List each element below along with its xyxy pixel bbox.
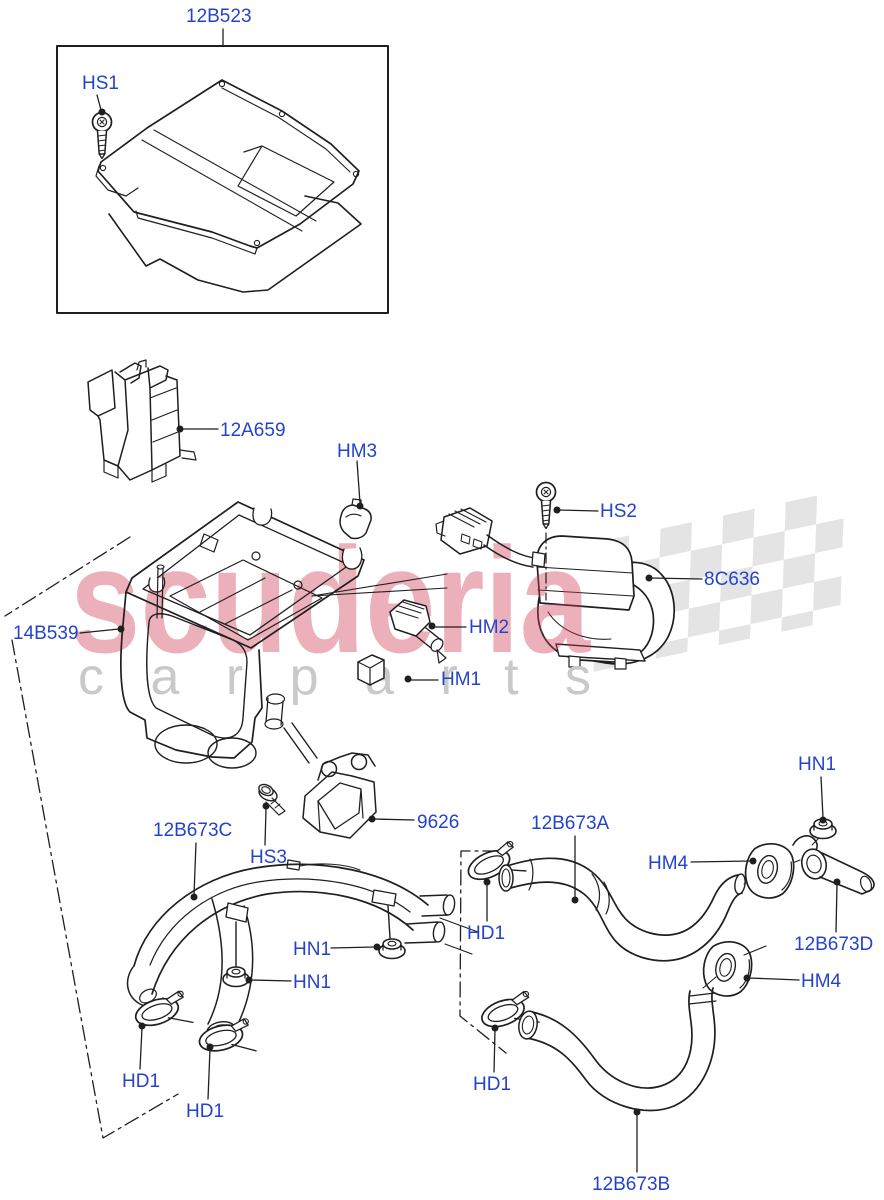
grommet-hm3-drawing xyxy=(339,498,372,540)
part-label-HM4-1: HM4 xyxy=(648,853,689,874)
part-label-HD1-1: HD1 xyxy=(467,923,506,944)
part-label-HM4-2: HM4 xyxy=(801,971,842,992)
ecu-cover-drawing xyxy=(95,79,360,255)
boundary-dash-lines xyxy=(4,536,507,1139)
grommet-hm4-drawing xyxy=(696,935,758,1002)
clamp-hd1-drawing xyxy=(195,1017,258,1065)
leader-dots xyxy=(98,108,841,1116)
part-label-12B523: 12B523 xyxy=(186,6,252,27)
part-label-HN1-2: HN1 xyxy=(293,972,332,993)
part-label-8C636: 8C636 xyxy=(704,569,760,590)
part-label-HD1-3: HD1 xyxy=(186,1101,225,1122)
nut-hn1-drawing xyxy=(378,938,406,960)
mounting-bracket-12a659-drawing xyxy=(87,359,197,483)
part-label-12B673B: 12B673B xyxy=(592,1174,671,1195)
part-label-HS2: HS2 xyxy=(600,501,637,522)
clamp-hd1-drawing xyxy=(462,839,527,895)
part-label-HD1-4: HD1 xyxy=(473,1074,512,1095)
part-label-HS3: HS3 xyxy=(250,847,287,868)
leader-lines xyxy=(79,28,838,1173)
part-label-14B539: 14B539 xyxy=(13,623,79,644)
grommet-hm1-drawing xyxy=(357,654,385,686)
part-label-12B673D: 12B673D xyxy=(794,934,874,955)
part-label-HM1: HM1 xyxy=(441,669,482,690)
part-label-HM2: HM2 xyxy=(469,617,510,638)
part-label-12B673C: 12B673C xyxy=(153,820,233,841)
harness-connector-drawing xyxy=(435,507,546,568)
part-label-HN1-3: HN1 xyxy=(798,754,837,775)
hose-12b673b-drawing xyxy=(518,945,767,1112)
auxiliary-pump-drawing xyxy=(536,535,675,670)
part-label-HS1: HS1 xyxy=(82,73,119,94)
screw-hs2-drawing xyxy=(535,481,557,601)
bolt-hs3-drawing xyxy=(258,783,286,816)
part-label-12B673A: 12B673A xyxy=(531,813,610,834)
part-label-9626: 9626 xyxy=(417,812,460,833)
part-label-12A659: 12A659 xyxy=(220,420,286,441)
part-label-HM3: HM3 xyxy=(337,441,378,462)
grommet-hm4-drawing xyxy=(738,837,800,904)
part-label-HN1-1: HN1 xyxy=(293,939,332,960)
tube-12b673d-drawing xyxy=(792,835,875,895)
part-label-HD1-2: HD1 xyxy=(122,1071,161,1092)
screw-hs1-drawing xyxy=(91,111,113,160)
hose-12b673c-drawing xyxy=(126,859,479,1039)
ecu-gasket-drawing xyxy=(108,195,362,293)
battery-box-drawing xyxy=(120,501,448,769)
nut-hn1-drawing xyxy=(222,966,250,988)
support-bracket-9626-drawing xyxy=(302,752,377,839)
sensor-hm2-drawing xyxy=(389,599,447,664)
